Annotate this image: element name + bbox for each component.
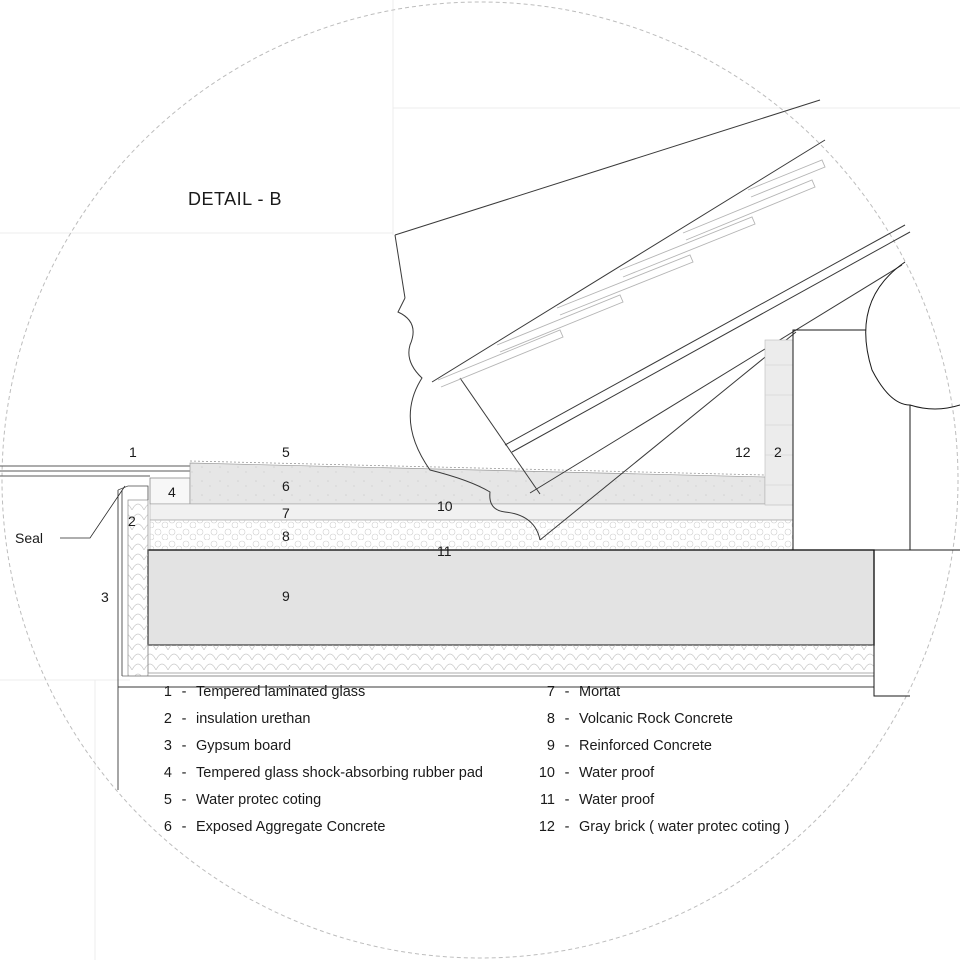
legend-item: 4-Tempered glass shock-absorbing rubber … xyxy=(163,765,483,781)
legend-item: 5-Water protec coting xyxy=(163,792,322,808)
callout-3: 3 xyxy=(101,589,109,605)
legend-left: 1-Tempered laminated glass 2-insulation … xyxy=(160,679,483,841)
callout-4: 4 xyxy=(168,484,176,500)
callout-2-left: 2 xyxy=(128,513,136,529)
legend-item: 12-Gray brick ( water protec coting ) xyxy=(538,819,790,835)
left-insulation xyxy=(127,499,149,677)
seal-leader xyxy=(60,485,126,539)
exposed-aggregate-layer xyxy=(189,462,766,505)
reinforced-concrete-slab xyxy=(147,549,875,646)
seal-label: Seal xyxy=(15,530,43,546)
callout-7: 7 xyxy=(282,505,290,521)
left-upper-edge xyxy=(117,485,149,500)
legend-item: 1-Tempered laminated glass xyxy=(163,684,366,700)
legend-item: 2-insulation urethan xyxy=(163,711,311,727)
legend-item: 3-Gypsum board xyxy=(163,738,292,754)
callout-1: 1 xyxy=(129,444,137,460)
detail-title: DETAIL - B xyxy=(188,189,282,209)
legend-right: 7-Mortat 8-Volcanic Rock Concrete 9-Rein… xyxy=(537,679,789,841)
roof-tiles xyxy=(437,159,826,388)
callout-5: 5 xyxy=(282,444,290,460)
insulation-below-slab xyxy=(147,644,875,674)
callout-10: 10 xyxy=(437,498,453,514)
legend-item: 9-Reinforced Concrete xyxy=(546,738,712,754)
callout-11: 11 xyxy=(437,543,452,559)
volcanic-rock-layer xyxy=(149,519,794,551)
right-structure xyxy=(792,261,960,697)
gray-brick-wall xyxy=(764,339,794,506)
callout-2-right: 2 xyxy=(774,444,782,460)
callout-9: 9 xyxy=(282,588,290,604)
brick-joints xyxy=(765,364,793,486)
legend-item: 8-Volcanic Rock Concrete xyxy=(546,711,733,727)
glass-panel xyxy=(0,465,192,477)
callout-8: 8 xyxy=(282,528,290,544)
callout-6: 6 xyxy=(282,478,290,494)
legend-item: 10-Water proof xyxy=(538,765,655,781)
mortar-layer xyxy=(149,503,794,521)
legend-item: 11-Water proof xyxy=(539,792,655,808)
legend-item: 6-Exposed Aggregate Concrete xyxy=(163,819,386,835)
callout-12: 12 xyxy=(735,444,751,460)
legend-item: 7-Mortat xyxy=(546,684,621,700)
roof-assembly xyxy=(394,99,911,541)
